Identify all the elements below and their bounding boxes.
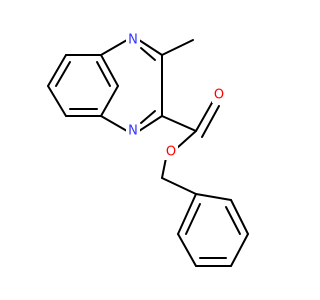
ester-group [161, 100, 220, 195]
atom-label-o-carbonyl: O [214, 88, 224, 103]
bond [177, 193, 197, 235]
bond [230, 233, 249, 267]
bond-double-inner [185, 203, 201, 235]
bond [47, 85, 67, 117]
bond [230, 199, 249, 235]
bond [161, 157, 167, 179]
benzene-ring-fused [47, 54, 119, 117]
carbonyl-bond-double [201, 105, 220, 138]
pyrazine-ring [100, 39, 163, 132]
bond [161, 177, 197, 195]
bond-double-inner [96, 61, 111, 87]
atom-label-o-ester: O [166, 145, 176, 160]
bond [161, 115, 197, 132]
bond [176, 130, 197, 149]
benzyl-ring [177, 193, 249, 267]
bond [100, 85, 119, 117]
bond-double-inner [55, 61, 71, 87]
atom-o-carbonyl: O [212, 87, 226, 103]
atom-o-ester: O [164, 144, 178, 160]
atom-label-n2: N [128, 124, 138, 139]
atom-n2: N [126, 123, 140, 139]
methyl-bond [161, 39, 194, 56]
bond-double-inner [140, 47, 156, 61]
bond [100, 54, 119, 87]
bond-double-inner [225, 206, 241, 235]
molecule-structure: N N O O [47, 32, 249, 267]
atom-n1: N [126, 32, 140, 48]
bond [47, 54, 67, 87]
bond [138, 39, 163, 56]
carbonyl-bond [195, 100, 214, 132]
bond-double-inner [140, 110, 156, 124]
bond [100, 115, 128, 132]
bond [100, 39, 128, 56]
bond [177, 233, 197, 267]
bond [138, 115, 163, 132]
bond [195, 193, 232, 201]
atom-label-n1: N [128, 33, 138, 48]
